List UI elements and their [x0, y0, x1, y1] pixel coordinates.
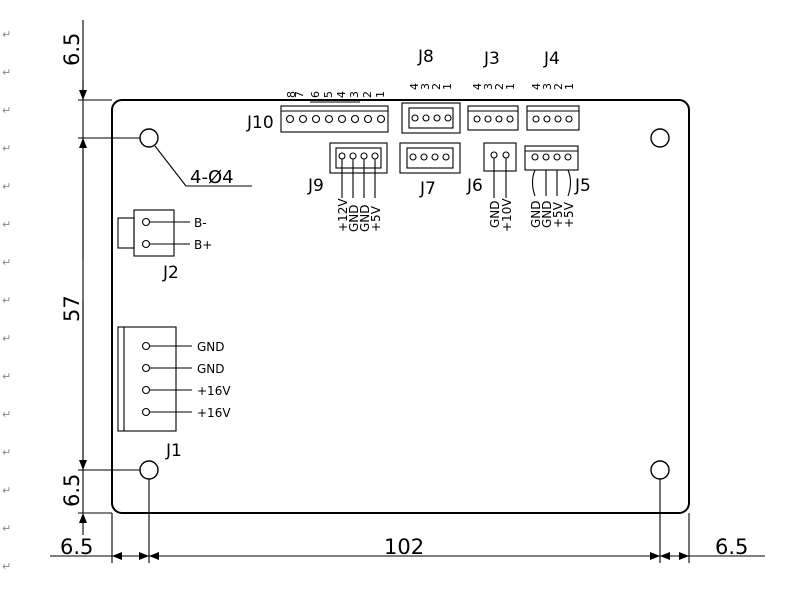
svg-text:↵: ↵ — [2, 446, 11, 459]
svg-text:↵: ↵ — [2, 104, 11, 117]
dim-right-margin: 6.5 — [715, 535, 748, 559]
svg-text:↵: ↵ — [2, 522, 11, 535]
label-j1: J1 — [165, 441, 182, 461]
dim-left-margin: 6.5 — [60, 535, 93, 559]
connector-j10: 8 7 6 5 4 3 2 1 J10 — [246, 91, 389, 133]
horizontal-dimensions: 6.5 102 6.5 — [50, 479, 765, 563]
svg-text:7: 7 — [293, 91, 306, 98]
svg-text:GND: GND — [347, 204, 361, 232]
svg-text:↵: ↵ — [2, 408, 11, 421]
svg-text:↵: ↵ — [2, 294, 11, 307]
connector-j5: GND GND +5V +5V J5 — [524, 145, 591, 228]
svg-text:3: 3 — [541, 83, 554, 90]
svg-text:2: 2 — [552, 83, 565, 90]
board-outline — [111, 99, 690, 514]
svg-text:GND: GND — [529, 200, 543, 228]
svg-text:↵: ↵ — [2, 332, 11, 345]
svg-text:2: 2 — [493, 83, 506, 90]
svg-text:↵: ↵ — [2, 256, 11, 269]
svg-text:2: 2 — [361, 91, 374, 98]
svg-text:GND: GND — [540, 200, 554, 228]
svg-text:GND: GND — [197, 340, 225, 354]
dim-height: 57 — [60, 295, 84, 322]
label-j4: J4 — [543, 49, 560, 69]
svg-text:4: 4 — [408, 83, 421, 90]
svg-text:2: 2 — [430, 83, 443, 90]
svg-text:+5V: +5V — [562, 201, 576, 228]
svg-text:+16V: +16V — [197, 384, 231, 398]
svg-text:↵: ↵ — [2, 66, 11, 79]
svg-text:B+: B+ — [194, 238, 212, 252]
svg-text:GND: GND — [358, 204, 372, 232]
svg-text:3: 3 — [482, 83, 495, 90]
label-j6: J6 — [466, 176, 483, 196]
dim-top-margin: 6.5 — [60, 33, 84, 66]
label-j3: J3 — [483, 49, 500, 69]
connector-j2: B- B+ J2 — [117, 209, 212, 283]
svg-text:1: 1 — [374, 91, 387, 98]
svg-text:+10V: +10V — [500, 198, 514, 232]
svg-text:8: 8 — [285, 91, 298, 98]
svg-text:↵: ↵ — [2, 484, 11, 497]
dim-bottom-margin: 6.5 — [60, 474, 84, 507]
label-j2: J2 — [162, 263, 179, 283]
svg-text:↵: ↵ — [2, 28, 11, 41]
svg-text:GND: GND — [197, 362, 225, 376]
svg-text:5: 5 — [322, 91, 335, 98]
svg-text:↵: ↵ — [2, 142, 11, 155]
dim-width: 102 — [384, 535, 424, 559]
connector-j7: J7 — [399, 142, 461, 199]
connector-j9: +12V GND GND +5V J9 — [307, 142, 388, 232]
svg-text:B-: B- — [194, 216, 207, 230]
svg-text:6: 6 — [309, 91, 322, 98]
svg-text:1: 1 — [441, 83, 454, 90]
paragraph-marks: ↵ ↵ ↵ ↵ ↵ ↵ ↵ ↵ ↵ ↵ ↵ ↵ ↵ ↵ ↵ — [2, 28, 11, 573]
svg-text:↵: ↵ — [2, 180, 11, 193]
connector-j6: GND +10V J6 — [466, 142, 517, 232]
svg-text:↵: ↵ — [2, 370, 11, 383]
svg-text:↵: ↵ — [2, 218, 11, 231]
svg-text:1: 1 — [563, 83, 576, 90]
svg-text:4: 4 — [335, 91, 348, 98]
connector-j8: 4 3 2 1 J8 — [401, 47, 461, 134]
mounting-hole-top-left — [139, 128, 159, 148]
label-j9: J9 — [307, 176, 324, 196]
label-j7: J7 — [419, 179, 436, 199]
connector-j3: 4 3 2 1 J3 — [467, 49, 519, 131]
vertical-dimensions: 6.5 57 6.5 — [60, 20, 140, 535]
svg-text:4: 4 — [471, 83, 484, 90]
connector-j4: 4 3 2 1 J4 — [526, 49, 580, 131]
connector-j1: GND GND +16V +16V J1 — [117, 326, 231, 461]
svg-text:3: 3 — [419, 83, 432, 90]
svg-text:1: 1 — [504, 83, 517, 90]
mounting-hole-bottom-left — [139, 460, 159, 480]
hole-note: 4-Ø4 — [190, 167, 234, 188]
svg-text:+5V: +5V — [551, 201, 565, 228]
label-j8: J8 — [417, 47, 434, 67]
hole-callout: 4-Ø4 — [154, 145, 252, 188]
mounting-hole-top-right — [650, 128, 670, 148]
label-j5: J5 — [574, 176, 591, 196]
svg-text:+5V: +5V — [369, 205, 383, 232]
svg-text:↵: ↵ — [2, 560, 11, 573]
label-j10: J10 — [246, 113, 274, 133]
svg-text:+16V: +16V — [197, 406, 231, 420]
svg-text:3: 3 — [348, 91, 361, 98]
svg-text:4: 4 — [530, 83, 543, 90]
svg-text:GND: GND — [488, 200, 502, 228]
mounting-hole-bottom-right — [650, 460, 670, 480]
svg-text:+12V: +12V — [336, 198, 350, 232]
